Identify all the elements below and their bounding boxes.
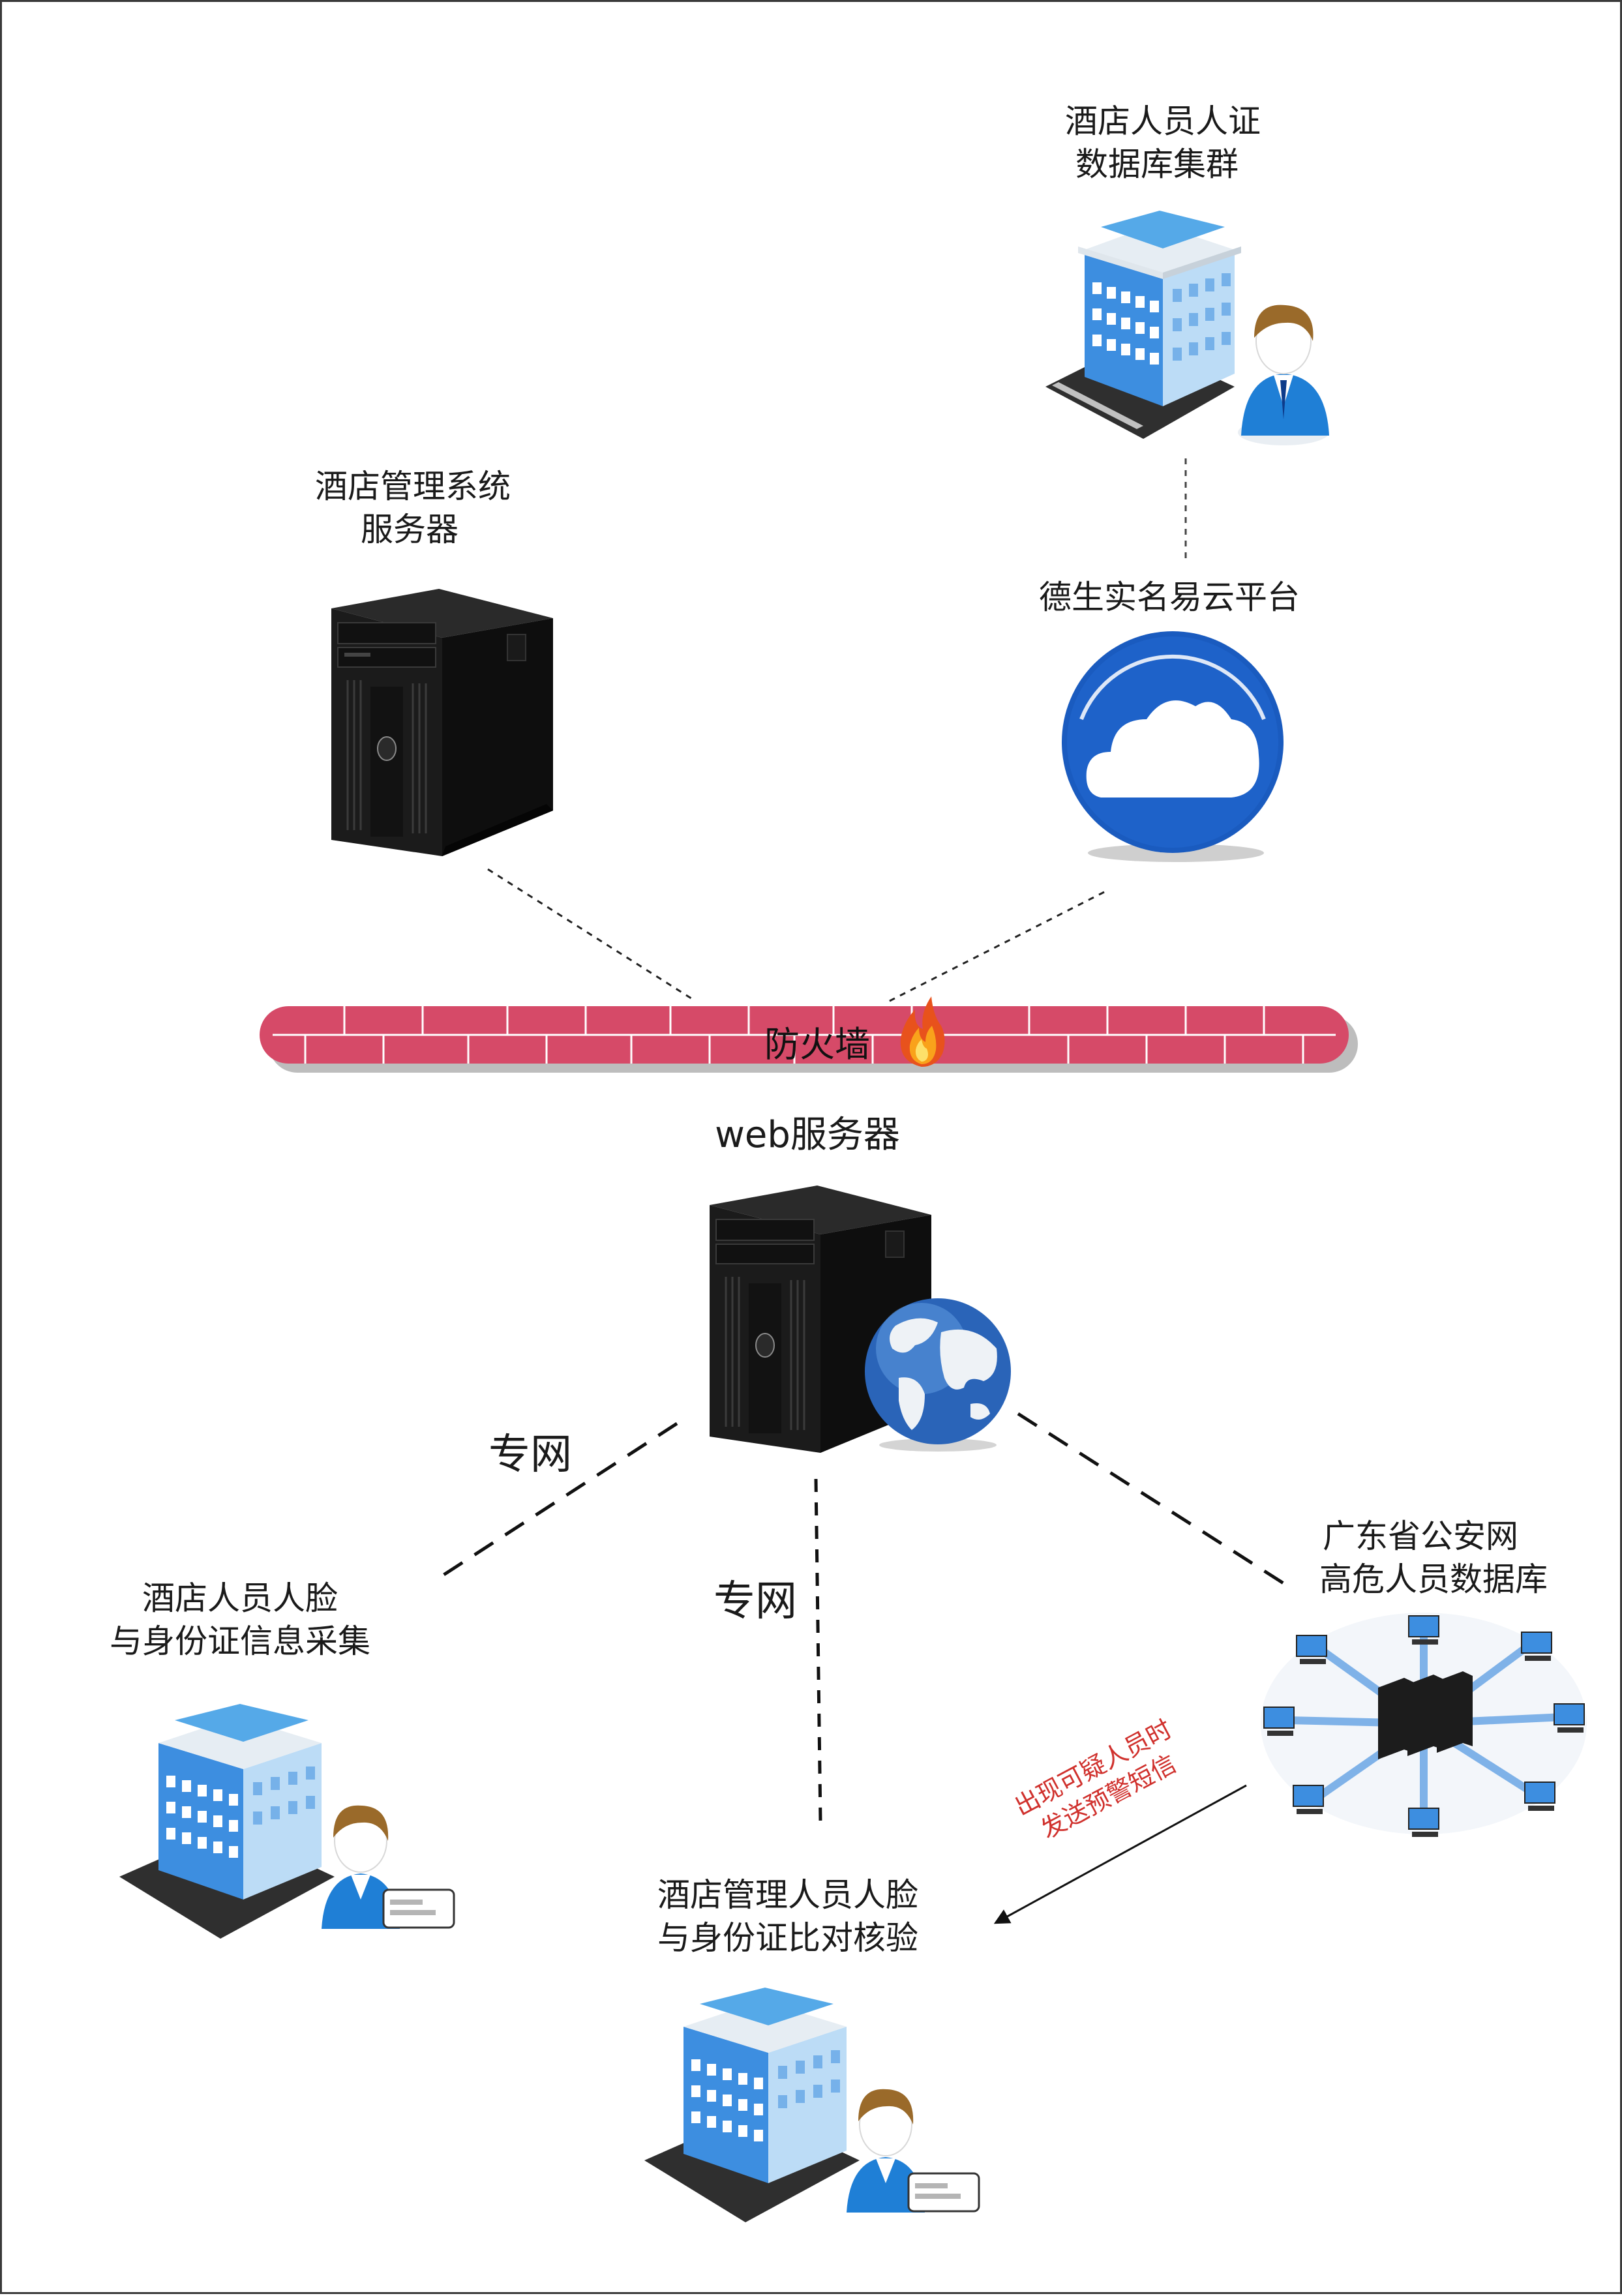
- collection-site-label-line1: 酒店人员人脸: [142, 1579, 338, 1617]
- hotel-mgmt-server-label-line2: 服务器: [361, 511, 458, 548]
- globe-icon: [860, 1296, 1016, 1453]
- brick-wall-icon: [260, 1006, 1362, 1078]
- cloud-icon: [1055, 628, 1297, 869]
- police-db-label-line1: 广东省公安网: [1323, 1517, 1518, 1555]
- server-cluster-network-icon: [1257, 1609, 1590, 1841]
- firewall-label: 防火墙: [764, 1024, 870, 1065]
- verification-office-building-person-idcard-icon: [644, 1988, 984, 2235]
- hotel-mgmt-server-label-line1: 酒店管理系统: [315, 468, 511, 505]
- office-building-person-icon: [1039, 211, 1339, 452]
- collection-site-label-line2: 与身份证信息采集: [110, 1622, 370, 1660]
- verification-site-label: 酒店管理人员人脸 与身份证比对核验: [622, 1873, 954, 1960]
- verification-site-label-line1: 酒店管理人员人脸: [657, 1876, 918, 1914]
- verification-site-label-line2: 与身份证比对核验: [657, 1919, 918, 1957]
- db-cluster-label-line1: 酒店人员人证: [1065, 102, 1261, 140]
- office-building-person-idcard-icon: [119, 1704, 458, 1952]
- collection-site-label: 酒店人员人脸 与身份证信息采集: [87, 1577, 393, 1663]
- hotel-mgmt-server-label: 酒店管理系统 服务器: [269, 465, 556, 551]
- police-db-label: 广东省公安网 高危人员数据库: [1277, 1515, 1590, 1601]
- private-network-label-left: 专网: [488, 1431, 572, 1479]
- cloud-platform-label: 德生实名易云平台: [1039, 578, 1300, 616]
- link-web-police: [1017, 1412, 1285, 1585]
- db-cluster-label: 酒店人员人证 数据库集群: [1019, 100, 1306, 186]
- tower-server-icon: [331, 589, 553, 863]
- link-web-collection: [434, 1422, 678, 1582]
- link-mgmt-server-firewall: [487, 868, 694, 1001]
- alert-arrow: [993, 1784, 1247, 1924]
- private-network-label-down: 专网: [713, 1577, 797, 1626]
- flame-icon: [895, 996, 948, 1068]
- police-db-label-line2: 高危人员数据库: [1319, 1560, 1548, 1598]
- db-cluster-label-line2: 数据库集群: [1075, 145, 1239, 183]
- link-cloud-firewall: [885, 891, 1105, 1004]
- web-server-label: web服务器: [715, 1114, 900, 1156]
- link-web-verification: [814, 1478, 822, 1822]
